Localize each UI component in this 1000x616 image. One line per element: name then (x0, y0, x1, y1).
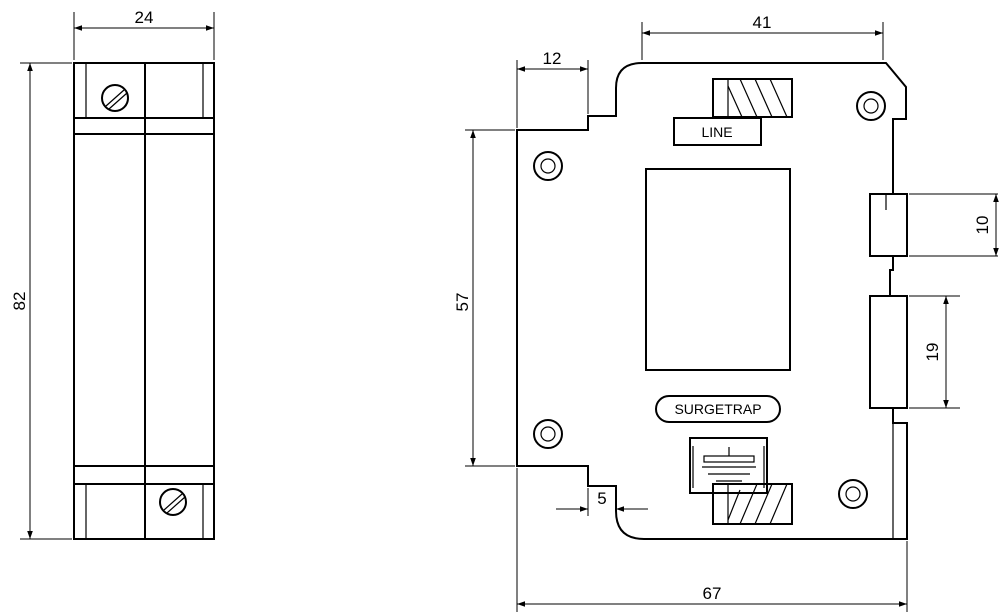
dimension-front-total-width: 67 (516, 468, 908, 612)
dimension-label: 67 (703, 584, 722, 603)
brand-badge: SURGETRAP (655, 395, 781, 423)
mounting-hole-icon (838, 479, 868, 509)
dimension-label: 82 (10, 292, 29, 311)
dimension-label: 24 (135, 8, 154, 27)
screw-icon (159, 488, 187, 516)
line-label-box (673, 117, 762, 146)
lower-clip (869, 295, 908, 409)
dimension-front-clip-lower: 19 (909, 295, 960, 409)
front-view: LINE SURGETRAP (453, 13, 999, 612)
dimension-label: 5 (597, 489, 606, 508)
dimension-front-top-width: 41 (641, 13, 884, 60)
earth-connector (689, 437, 768, 494)
dimension-label: 19 (923, 343, 942, 362)
dimension-front-height: 57 (453, 129, 515, 467)
dimension-label: 10 (973, 216, 992, 235)
screw-icon (101, 84, 129, 112)
brand-label: SURGETRAP (674, 401, 761, 417)
line-label: LINE (701, 124, 732, 140)
mounting-hole-icon (533, 419, 563, 449)
bottom-terminal (689, 437, 793, 525)
dimension-label: 57 (453, 293, 472, 312)
mounting-hole-icon (533, 151, 563, 181)
dimension-side-width: 24 (73, 8, 215, 60)
indicator-window (645, 168, 791, 371)
dimension-front-clip-upper: 10 (909, 193, 999, 257)
front-body-outline (516, 62, 908, 540)
mounting-hole-icon (856, 91, 886, 121)
upper-clip (869, 193, 908, 257)
dimension-front-flange: 12 (516, 49, 589, 128)
dimension-front-step: 5 (556, 488, 648, 516)
dimension-label: 12 (543, 49, 562, 68)
ground-symbol-icon (692, 446, 765, 488)
line-terminal: LINE (673, 78, 793, 146)
dimension-label: 41 (753, 13, 772, 32)
dimension-side-height: 82 (10, 62, 72, 540)
side-view: 24 82 (10, 8, 215, 540)
